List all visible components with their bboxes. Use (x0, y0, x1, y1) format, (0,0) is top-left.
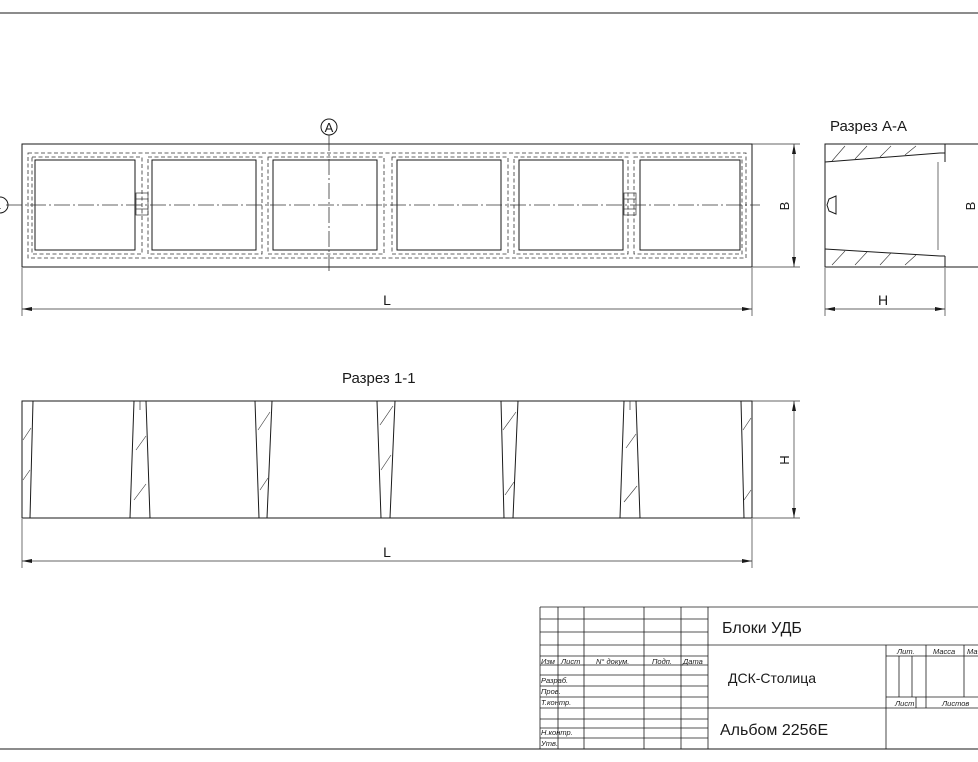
section-aa-hatch-bottom (831, 250, 917, 266)
section-aa-dim-height: H (824, 268, 946, 316)
section-aa-loop (826, 195, 837, 215)
tb-row-nkontr: Н.контр. (541, 728, 573, 737)
tb-row-prov: Пров. (541, 687, 561, 696)
section-aa: Разрез А-А H (824, 118, 978, 316)
tb-sheets-total: Листов (941, 699, 969, 708)
title-block-rows (540, 618, 708, 739)
section-11-partition-3 (376, 400, 396, 519)
section-a-marker-label: A (325, 120, 334, 135)
tb-massa: Масса (933, 647, 955, 656)
tb-row-razrab: Разраб. (541, 676, 568, 685)
section-11-title: Разрез 1-1 (342, 370, 416, 387)
tb-product-name: Блоки УДБ (722, 620, 802, 637)
plan-dim-length-label: L (383, 292, 391, 308)
section-11-dim-length-label: L (383, 544, 391, 560)
section-11-partition-5 (619, 400, 641, 519)
tb-sheet: Лист (894, 699, 914, 708)
tb-masshtab: Ма (967, 647, 978, 656)
section-11-dim-length: L (21, 519, 753, 568)
tb-lit: Лит. (896, 647, 915, 656)
tb-row-tkontr: Т.контр. (541, 698, 571, 707)
tb-col-list: Лист (560, 657, 580, 666)
sheet-frame (0, 12, 978, 750)
section-11-end-wall-left (21, 400, 34, 519)
section-11-partition-1 (129, 400, 151, 519)
tb-col-date: Дата (682, 657, 703, 666)
cut-1-marker-label: 1 (0, 200, 1, 212)
lifting-loop-left (135, 192, 149, 216)
tb-col-izm: Изм (541, 657, 555, 666)
section-a-marker (320, 118, 338, 136)
section-11-partition-2 (254, 400, 273, 519)
section-11-partition-4 (500, 400, 519, 519)
plan-outline (21, 143, 753, 268)
section-11-dim-height: H (752, 400, 800, 519)
plan-dim-width: B (752, 143, 800, 268)
section-aa-hatch-top (831, 145, 917, 162)
title-block: Изм Лист N° докум. Подп. Дата Разраб. Пр… (539, 606, 978, 749)
lifting-loop-right (623, 192, 637, 216)
tb-album: Альбом 2256Е (720, 722, 828, 739)
tb-col-doc: N° докум. (596, 657, 629, 666)
tb-organization: ДСК-Столица (728, 670, 816, 686)
plan-dim-length: L (21, 268, 753, 316)
section-11: Разрез 1-1 (21, 370, 800, 568)
plan-dim-width-label: B (777, 202, 792, 211)
tb-col-sign: Подп. (652, 657, 672, 666)
section-aa-dim-width: B (963, 202, 978, 211)
plan-view: A 1 L B (0, 118, 800, 316)
cut-1-marker (0, 196, 9, 214)
section-11-end-wall-right (740, 400, 753, 519)
section-aa-dim-width-label: B (963, 202, 978, 211)
section-11-dim-height-label: H (777, 455, 792, 464)
section-aa-dim-height-label: H (878, 292, 888, 308)
tb-row-utv: Утв. (540, 739, 558, 748)
section-aa-title: Разрез А-А (830, 118, 907, 135)
